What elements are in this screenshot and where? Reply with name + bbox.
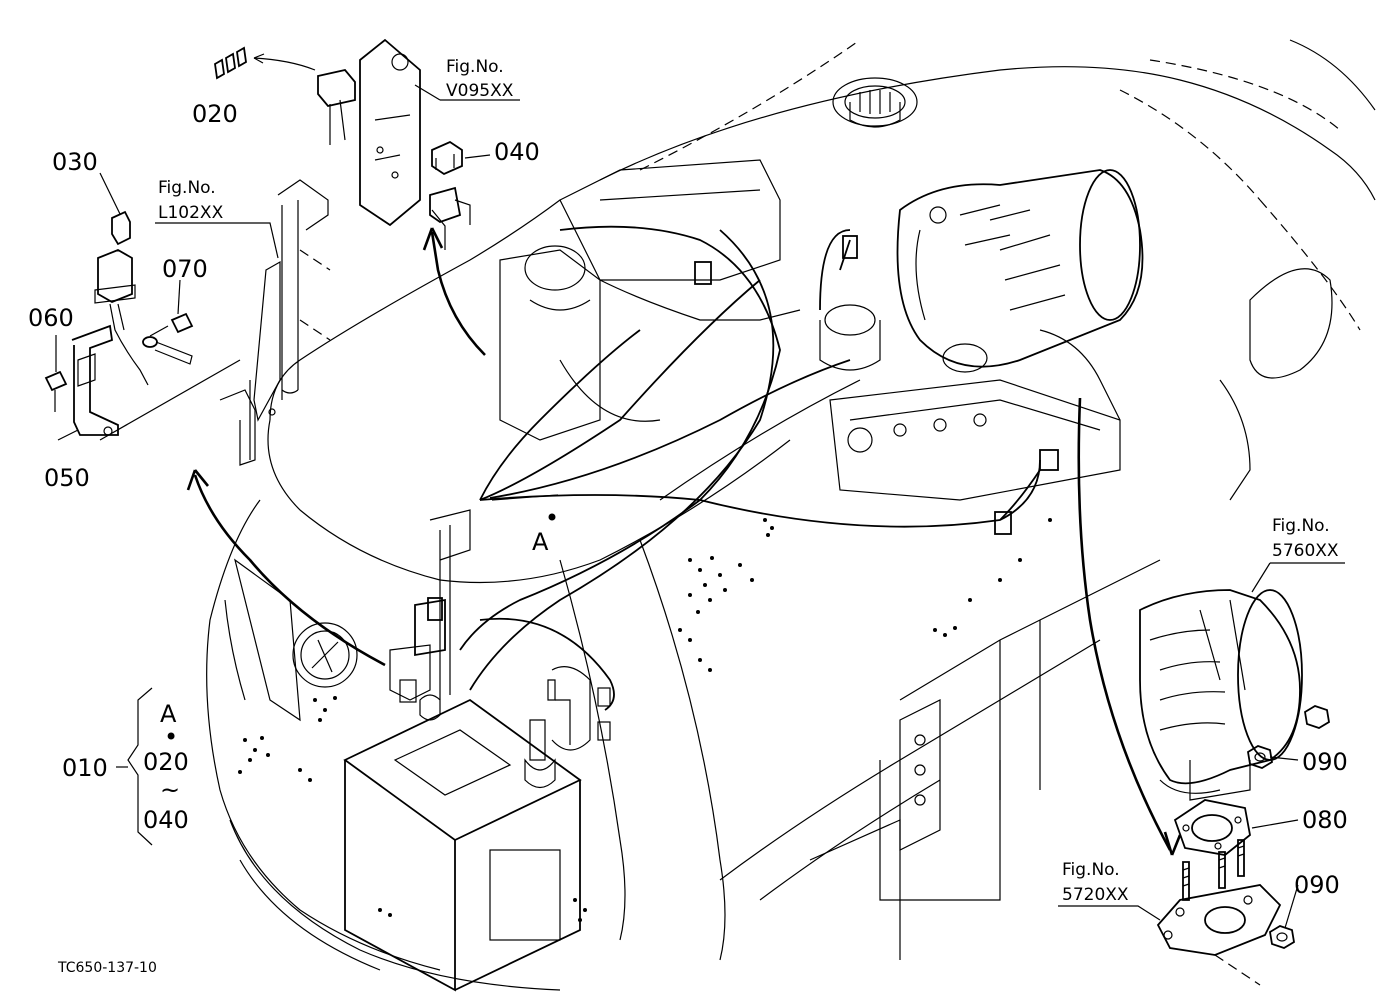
kit-bullet: • — [164, 723, 178, 751]
callout-090-upper: 090 — [1302, 748, 1348, 776]
engine-block — [499, 159, 1121, 501]
kit-from: 020 — [143, 748, 189, 776]
kubota-emblem — [292, 622, 358, 688]
detail-marker-a: A — [532, 528, 549, 556]
battery — [343, 666, 611, 992]
kit-ref: A — [160, 700, 177, 728]
fig-ref-l102-label: Fig.No. — [158, 178, 216, 198]
drawing-code: TC650-137-10 — [57, 960, 157, 976]
fig-ref-5720-label: Fig.No. — [1062, 860, 1120, 880]
fig-ref-5720-number: 5720XX — [1062, 885, 1129, 905]
bracket-plate-v095 — [359, 38, 421, 227]
part-050-bracket — [71, 324, 119, 436]
callout-030: 030 — [52, 148, 98, 176]
callout-060: 060 — [28, 304, 74, 332]
part-090-nut-top — [1304, 705, 1330, 729]
part-090-nut-upper — [1247, 745, 1273, 769]
tractor-hood-outline — [206, 39, 1376, 991]
fig-ref-v095-label: Fig.No. — [446, 57, 504, 77]
part-030-connector — [111, 210, 131, 246]
callout-020: 020 — [192, 100, 238, 128]
part-070-bolt — [142, 312, 194, 365]
callout-040: 040 — [494, 138, 540, 166]
dpf-muffler — [896, 169, 1144, 368]
labels: 020 030 040 070 060 050 010 080 090 090 … — [28, 57, 1348, 976]
callout-010: 010 — [62, 754, 108, 782]
callout-050: 050 — [44, 464, 90, 492]
fig-ref-v095-number: V095XX — [446, 81, 514, 101]
front-bracket-relay — [389, 509, 471, 703]
kit-to: 040 — [143, 806, 189, 834]
callout-080: 080 — [1302, 806, 1348, 834]
flow-arrows — [186, 227, 1182, 856]
exhaust-pipe-5760 — [1139, 589, 1303, 801]
callout-070: 070 — [162, 255, 208, 283]
fig-ref-5760-label: Fig.No. — [1272, 516, 1330, 536]
fig-ref-l102-number: L102XX — [158, 203, 224, 223]
part-080-gasket — [1173, 799, 1251, 856]
wiring-harness — [459, 225, 1059, 711]
relay-bracket-assembly — [94, 249, 149, 386]
part-020-terminals — [214, 46, 316, 80]
fig-ref-5760-number: 5760XX — [1272, 541, 1339, 561]
exhaust-flange-5720 — [1156, 884, 1282, 986]
kit-tilde: ~ — [160, 776, 180, 804]
relay-connector — [317, 69, 356, 145]
hood-texture — [238, 518, 1052, 922]
studs — [1182, 839, 1245, 901]
part-040-relay — [429, 140, 471, 250]
leader-lines — [55, 84, 1345, 929]
frame-l102 — [99, 179, 331, 466]
part-060-bolt — [44, 370, 68, 412]
callout-090-lower: 090 — [1294, 871, 1340, 899]
part-090-nut-lower — [1269, 925, 1295, 949]
